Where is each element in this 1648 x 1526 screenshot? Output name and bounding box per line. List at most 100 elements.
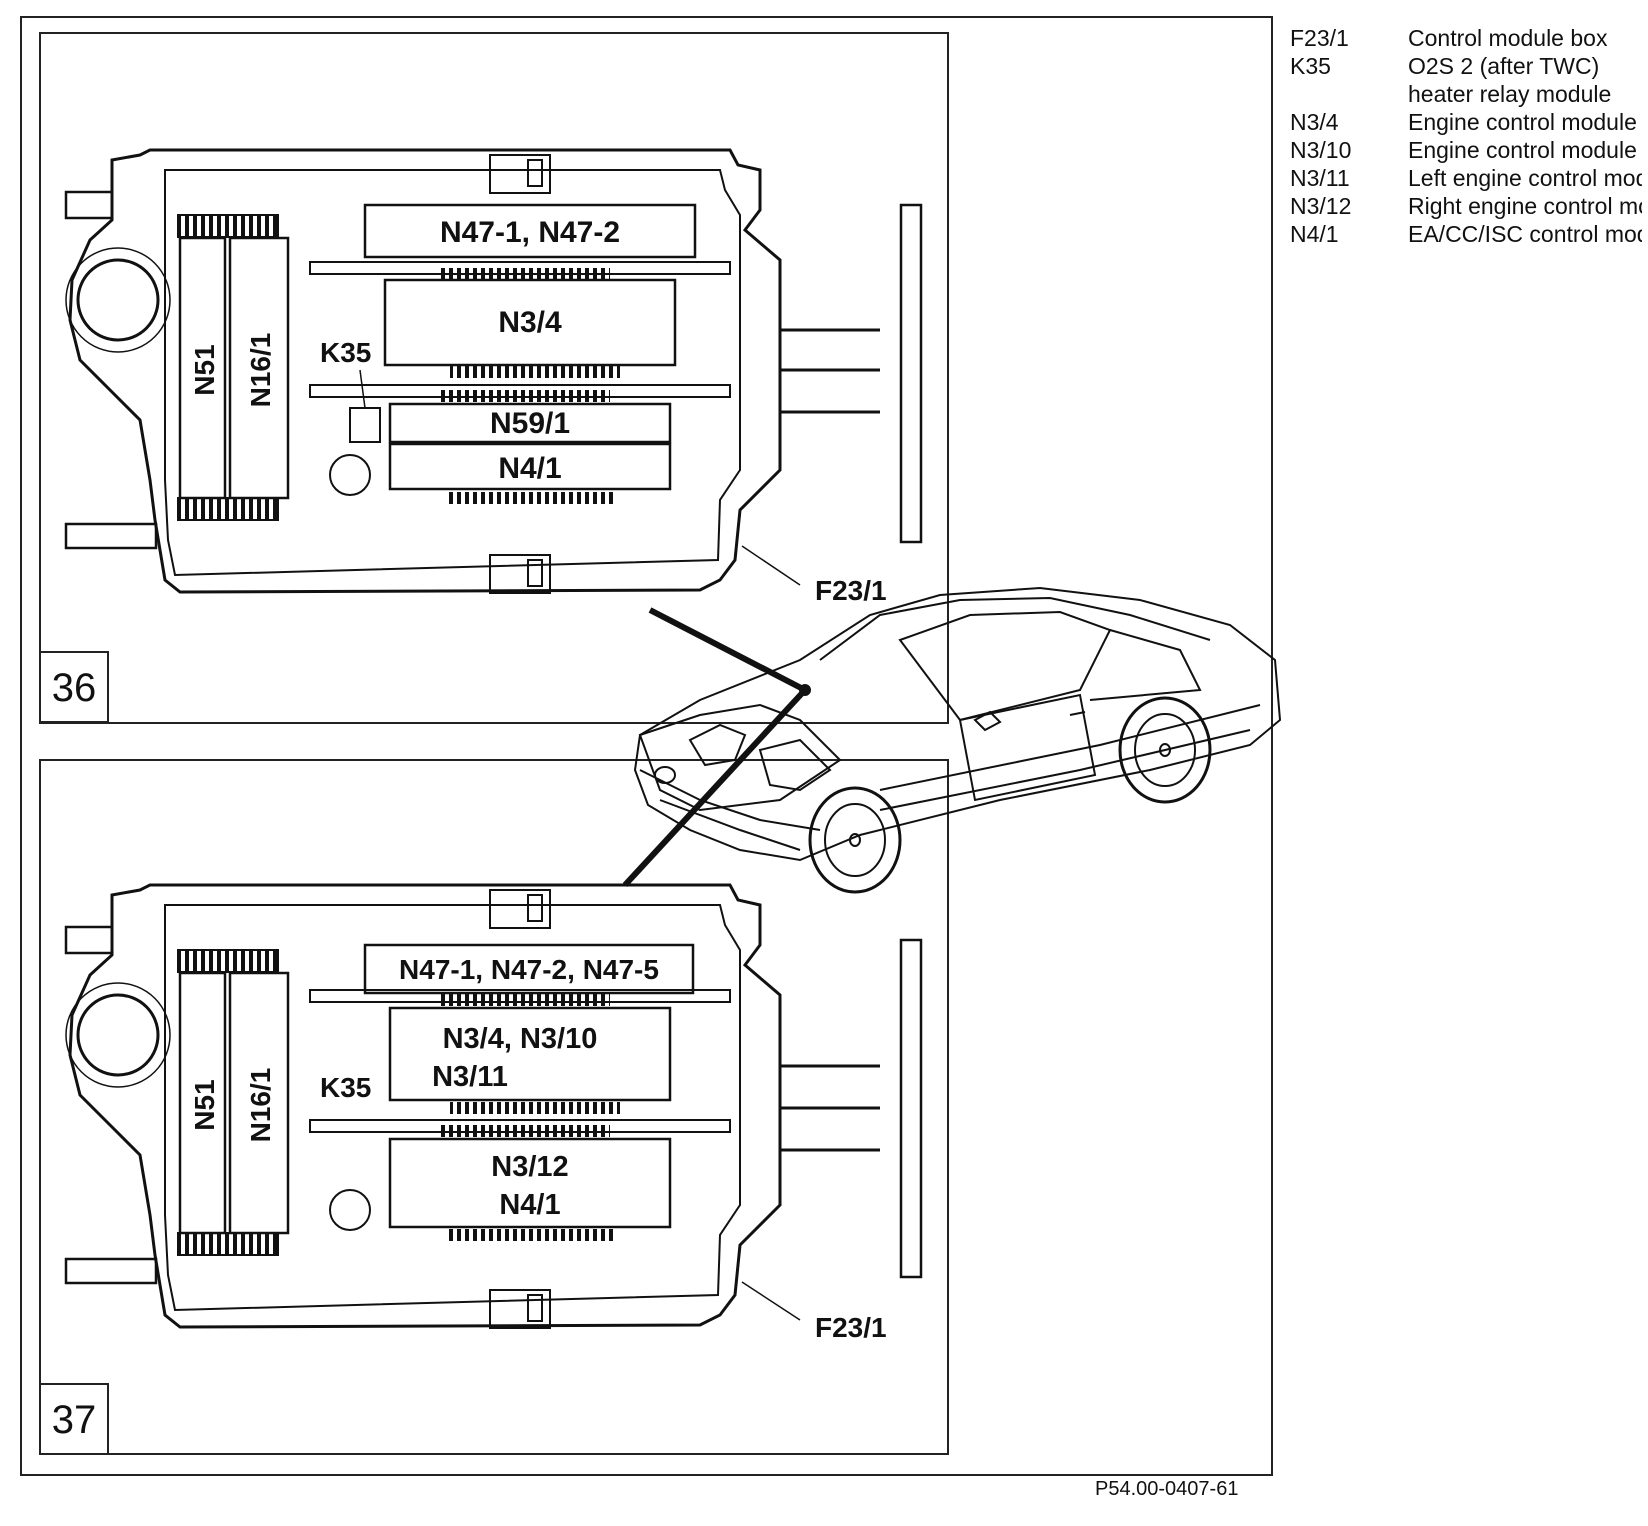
legend-desc: EA/CC/ISC control module bbox=[1408, 221, 1642, 247]
bottom-latch bbox=[489, 554, 551, 594]
module-n3-4-n3-10-n3-11 bbox=[388, 1006, 672, 1102]
label-k35: K35 bbox=[320, 337, 371, 368]
legend-code: F23/1 bbox=[1290, 25, 1349, 51]
figure-36-border bbox=[39, 32, 949, 724]
grommet bbox=[76, 258, 160, 342]
hole bbox=[329, 454, 371, 496]
bumper-line bbox=[659, 799, 801, 851]
legend: F23/1 Control module box K35 O2S 2 (afte… bbox=[1290, 24, 1642, 248]
legend-row: N3/12 Right engine control module bbox=[1290, 192, 1642, 220]
module-teeth bbox=[445, 492, 615, 504]
mount-tab bbox=[64, 925, 114, 955]
front-wheel-rim bbox=[824, 803, 886, 877]
label-n16-1: N16/1 bbox=[245, 1068, 276, 1143]
label-n3-12: N3/12 bbox=[491, 1151, 568, 1183]
label-n3-4: N3/4 bbox=[498, 306, 562, 339]
emblem bbox=[654, 766, 676, 784]
mount-tab bbox=[64, 190, 114, 220]
front-wheel bbox=[808, 786, 902, 894]
side-mirror bbox=[973, 710, 1002, 732]
figure-36-number: 36 bbox=[52, 666, 97, 710]
box-36-outline bbox=[68, 148, 782, 594]
label-f23-1: F23/1 bbox=[815, 575, 887, 606]
hole bbox=[329, 1189, 371, 1231]
legend-desc: Engine control module bbox=[1408, 109, 1637, 135]
engine-part bbox=[688, 723, 747, 767]
module-n4-1 bbox=[388, 442, 672, 491]
legend-row: N3/4 Engine control module bbox=[1290, 108, 1642, 136]
figure-frame bbox=[20, 16, 1273, 1476]
car-rear-window bbox=[1089, 629, 1202, 701]
connector-teeth bbox=[177, 1232, 279, 1256]
mount-tab bbox=[64, 522, 158, 550]
legend-desc: Right engine control module bbox=[1408, 193, 1642, 219]
pointer-line-37 bbox=[622, 687, 808, 888]
label-n16-1: N16/1 bbox=[245, 333, 276, 408]
legend-code: N4/1 bbox=[1290, 221, 1339, 247]
module-n47 bbox=[363, 203, 697, 259]
legend-desc: Control module box bbox=[1408, 25, 1608, 51]
bumper-line bbox=[639, 769, 821, 831]
car-illustration bbox=[622, 586, 1282, 894]
legend-row: K35 O2S 2 (after TWC) heater relay modul… bbox=[1290, 52, 1642, 108]
reference-number: P54.00-0407-61 bbox=[1095, 1478, 1239, 1500]
module-n3-12-n4-1 bbox=[388, 1137, 672, 1229]
legend-code: N3/10 bbox=[1290, 137, 1352, 163]
figure-37: 37 N51 N16/1 N47-1, N47-2, N47-5 N3/4, N… bbox=[39, 759, 949, 1455]
box-36-inner bbox=[164, 169, 741, 577]
pointer-dot bbox=[799, 684, 811, 696]
car-window bbox=[898, 610, 1112, 722]
car-body bbox=[633, 586, 1282, 862]
module-n59-1 bbox=[388, 402, 672, 444]
legend-row: N3/11 Left engine control module bbox=[1290, 164, 1642, 192]
module-teeth bbox=[440, 994, 610, 1006]
module-n16-1 bbox=[228, 236, 290, 500]
label-k35: K35 bbox=[320, 1072, 371, 1103]
connector-teeth bbox=[177, 497, 279, 521]
top-latch-slot bbox=[527, 159, 543, 187]
figure-37-number: 37 bbox=[52, 1398, 97, 1442]
bracket-plate bbox=[899, 203, 923, 544]
label-n3-4-n3-10: N3/4, N3/10 bbox=[443, 1023, 598, 1055]
label-n51: N51 bbox=[189, 344, 220, 395]
label-n47: N47-1, N47-2 bbox=[440, 216, 620, 249]
module-teeth bbox=[440, 268, 610, 280]
module-teeth bbox=[440, 1125, 610, 1137]
connector-teeth bbox=[177, 949, 279, 973]
mount-tab bbox=[64, 1257, 158, 1285]
module-n16-1 bbox=[228, 971, 290, 1235]
engine-part bbox=[758, 738, 832, 792]
bottom-latch-slot bbox=[527, 559, 543, 587]
label-f23-1: F23/1 bbox=[815, 1312, 887, 1343]
grommet-ring bbox=[65, 982, 171, 1088]
door-handle bbox=[1069, 711, 1086, 716]
top-latch bbox=[489, 154, 551, 194]
car-door bbox=[958, 693, 1097, 802]
connector-teeth bbox=[177, 214, 279, 238]
figure-37-border bbox=[39, 759, 949, 1455]
figure-36: 36 N51 N16/1 N47-1, N47-2 N3/4 bbox=[39, 32, 949, 724]
label-n4-1: N4/1 bbox=[499, 1189, 560, 1221]
module-teeth bbox=[450, 1102, 620, 1114]
leader-f23-1 bbox=[741, 545, 801, 586]
label-n4-1: N4/1 bbox=[498, 452, 561, 485]
module-n51 bbox=[178, 971, 227, 1235]
box-37-inner bbox=[164, 904, 741, 1312]
legend-code: N3/11 bbox=[1290, 165, 1350, 191]
module-n47 bbox=[363, 943, 695, 995]
grommet bbox=[76, 993, 160, 1077]
box-37-outline bbox=[68, 883, 782, 1329]
label-n51: N51 bbox=[189, 1079, 220, 1130]
side-line bbox=[879, 729, 1251, 811]
bottom-latch bbox=[489, 1289, 551, 1329]
car-roof bbox=[819, 596, 1211, 661]
relay-k35 bbox=[349, 407, 381, 443]
legend-desc: Left engine control module bbox=[1408, 165, 1642, 191]
legend-row: F23/1 Control module box bbox=[1290, 24, 1642, 52]
rear-wheel-rim bbox=[1134, 713, 1196, 787]
figure-36-number-box bbox=[39, 651, 109, 723]
figure-37-number-box bbox=[39, 1383, 109, 1455]
module-n51 bbox=[178, 236, 227, 500]
bracket-plate bbox=[899, 938, 923, 1279]
